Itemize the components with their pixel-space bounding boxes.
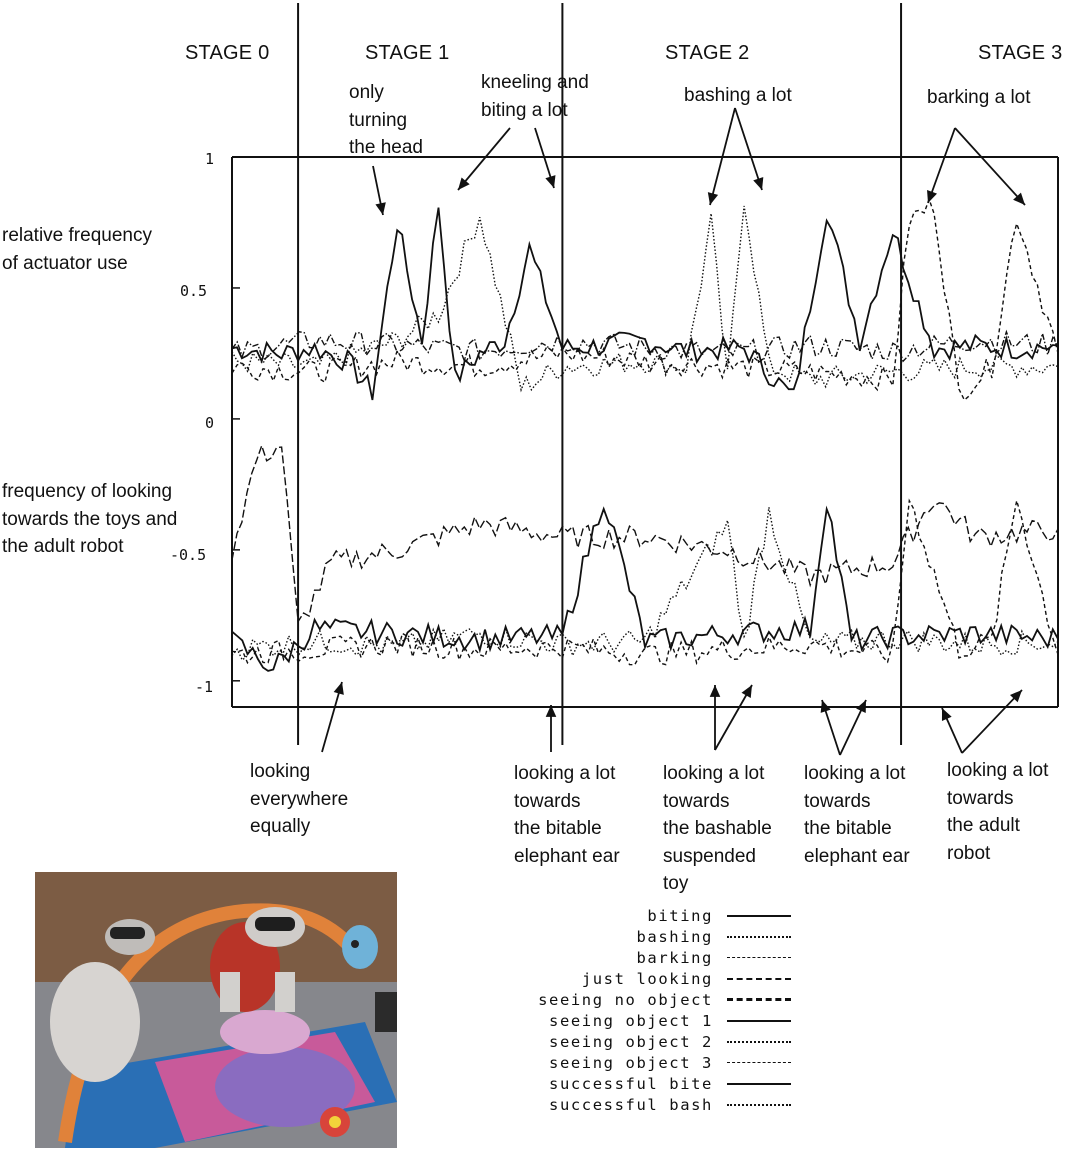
annotation-turning-head: only turning the head bbox=[349, 82, 423, 158]
legend-label: seeing no object bbox=[538, 990, 713, 1009]
chart bbox=[231, 3, 1059, 756]
legend-label: just looking bbox=[581, 969, 713, 988]
annotation-looking-bashable-toy: looking a lot towards the bashable suspe… bbox=[663, 763, 772, 894]
arrow-looking-everywhere bbox=[321, 681, 343, 753]
stage-label-2: STAGE 2 bbox=[665, 42, 750, 64]
arrow-barking-2 bbox=[954, 127, 1026, 206]
y-tick-label: 1 bbox=[205, 150, 215, 168]
stage-label-3: STAGE 3 bbox=[978, 42, 1063, 64]
y-tick-label: 0 bbox=[205, 414, 215, 432]
legend-swatch bbox=[727, 1103, 791, 1106]
arrow-bashable-1-head bbox=[709, 685, 721, 697]
robot-playmat-photo-svg bbox=[35, 872, 397, 1148]
legend-item: successful bite bbox=[549, 1073, 791, 1094]
stage-label-0: STAGE 0 bbox=[185, 42, 270, 64]
legend-item: seeing no object bbox=[538, 989, 791, 1010]
arrow-biting-1 bbox=[457, 127, 511, 191]
legend-item: successful bash bbox=[549, 1094, 791, 1115]
y-tick-label: -1 bbox=[195, 678, 214, 696]
legend-swatch bbox=[727, 977, 791, 980]
arrow-biting-2-head bbox=[545, 175, 556, 188]
y-tick-label: -0.5 bbox=[170, 546, 207, 564]
arrow-looking-everywhere-head bbox=[333, 682, 344, 695]
arrow-bashing-2-head bbox=[753, 177, 764, 190]
arrow-biting-1-head bbox=[458, 177, 470, 190]
legend-item: just looking bbox=[582, 968, 791, 989]
y-tick-label: 0.5 bbox=[180, 282, 208, 300]
series-line-seeing-object-1 bbox=[231, 505, 1059, 672]
series-line-seeing-object-2 bbox=[231, 507, 1059, 662]
legend-swatch bbox=[727, 1019, 791, 1022]
robot-playmat-photo bbox=[35, 872, 397, 1148]
series-line-seeing-no-object bbox=[231, 443, 1059, 624]
series-line-biting bbox=[231, 207, 1059, 401]
legend-swatch bbox=[727, 957, 791, 958]
legend-label: successful bash bbox=[549, 1095, 713, 1114]
legend-label: successful bite bbox=[549, 1074, 713, 1093]
annotation-barking: barking a lot bbox=[927, 87, 1031, 108]
arrow-adult-robot-2-head bbox=[1009, 690, 1022, 703]
legend-label: barking bbox=[636, 948, 713, 967]
legend-swatch bbox=[727, 1040, 791, 1043]
arrow-barking-1-head bbox=[927, 190, 938, 203]
arrow-bashable-2-head bbox=[741, 685, 752, 698]
legend-swatch bbox=[727, 935, 791, 938]
legend-swatch bbox=[727, 1062, 791, 1063]
legend-label: seeing object 1 bbox=[549, 1011, 713, 1030]
annotation-kneeling-biting: kneeling and biting a lot bbox=[481, 72, 589, 121]
arrow-bashable-2 bbox=[714, 684, 753, 751]
annotation-looking-elephant-ear-2: looking a lot towards the bitable elepha… bbox=[804, 763, 910, 867]
legend-swatch bbox=[727, 998, 791, 1001]
arrow-barking-1 bbox=[927, 127, 956, 204]
legend-item: bashing bbox=[636, 926, 791, 947]
arrow-adult-robot-1-head bbox=[941, 708, 952, 721]
annotation-looking-everywhere: looking everywhere equally bbox=[250, 761, 349, 837]
legend-label: seeing object 2 bbox=[549, 1032, 713, 1051]
annotation-looking-elephant-ear-1: looking a lot towards the bitable elepha… bbox=[514, 763, 620, 867]
legend-swatch bbox=[727, 914, 791, 917]
legend-label: seeing object 3 bbox=[549, 1053, 713, 1072]
legend-item: seeing object 3 bbox=[549, 1052, 791, 1073]
arrow-bashing-1-head bbox=[707, 192, 719, 205]
legend: biting bashing barking just looking seei… bbox=[471, 905, 791, 1120]
arrow-adult-robot-2 bbox=[961, 689, 1023, 754]
arrow-turning-head-head bbox=[375, 202, 386, 215]
series-line-just-looking bbox=[231, 329, 1059, 364]
arrow-elephant-ear-2a-head bbox=[820, 700, 831, 713]
looking-axis-label: frequency of looking towards the toys an… bbox=[2, 481, 178, 557]
annotation-looking-adult-robot: looking a lot towards the adult robot bbox=[947, 760, 1049, 864]
arrow-elephant-ear-1-head bbox=[545, 705, 557, 717]
arrow-elephant-ear-2b-head bbox=[856, 700, 866, 713]
arrow-bashing-1 bbox=[709, 107, 736, 206]
legend-item: biting bbox=[647, 905, 791, 926]
stage-label-1: STAGE 1 bbox=[365, 42, 450, 64]
arrow-bashing-2 bbox=[734, 107, 763, 191]
actuator-axis-label: relative frequency of actuator use bbox=[2, 225, 152, 274]
arrow-barking-2-head bbox=[1013, 192, 1025, 205]
legend-item: seeing object 2 bbox=[549, 1031, 791, 1052]
legend-item: seeing object 1 bbox=[549, 1010, 791, 1031]
legend-label: biting bbox=[647, 906, 713, 925]
series-line-seeing-object-3 bbox=[231, 498, 1059, 666]
series-line-bashing bbox=[231, 205, 1059, 393]
legend-label: bashing bbox=[636, 927, 713, 946]
legend-swatch bbox=[727, 1082, 791, 1085]
legend-item: barking bbox=[636, 947, 791, 968]
annotation-bashing: bashing a lot bbox=[684, 85, 792, 106]
